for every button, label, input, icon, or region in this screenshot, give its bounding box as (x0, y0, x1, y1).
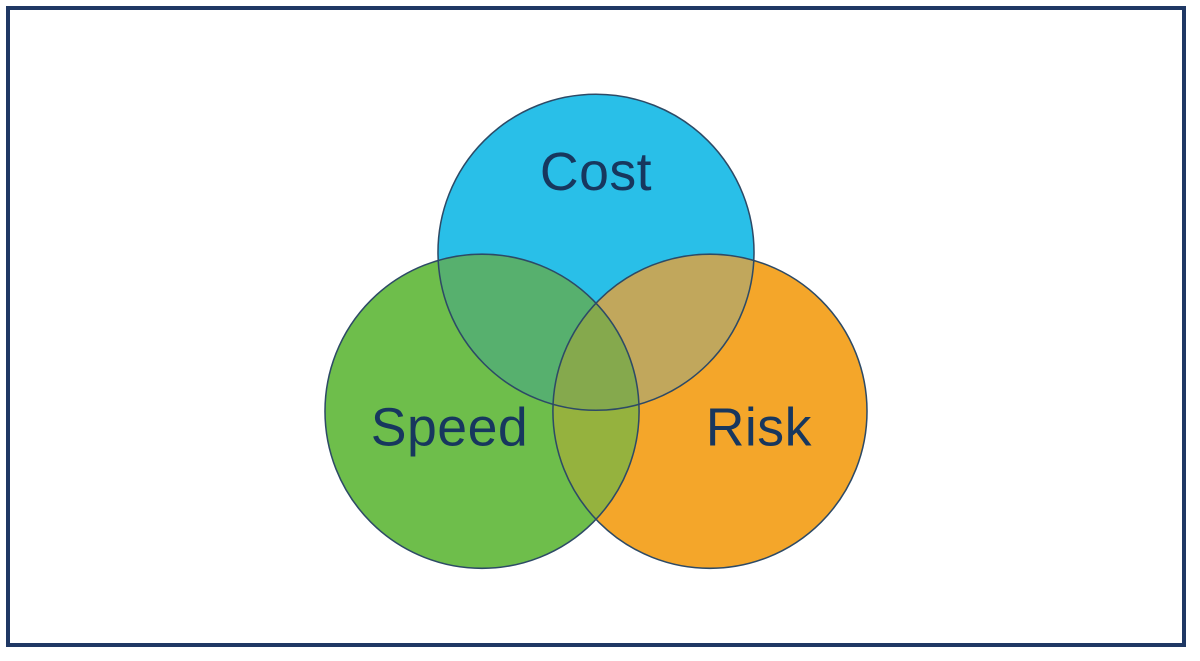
speed-label: Speed (371, 398, 528, 458)
cost-speed-overlap (437, 254, 640, 411)
cost-label: Cost (540, 142, 652, 202)
risk-circle-outline (552, 253, 868, 570)
speed-circle-outline (324, 253, 640, 570)
cost-circle-outline (437, 93, 755, 412)
venn-diagram: Cost Speed Risk (324, 93, 868, 570)
cost-risk-overlap (552, 254, 755, 411)
risk-label: Risk (706, 398, 812, 458)
diagram-frame: Cost Speed Risk (6, 6, 1186, 647)
